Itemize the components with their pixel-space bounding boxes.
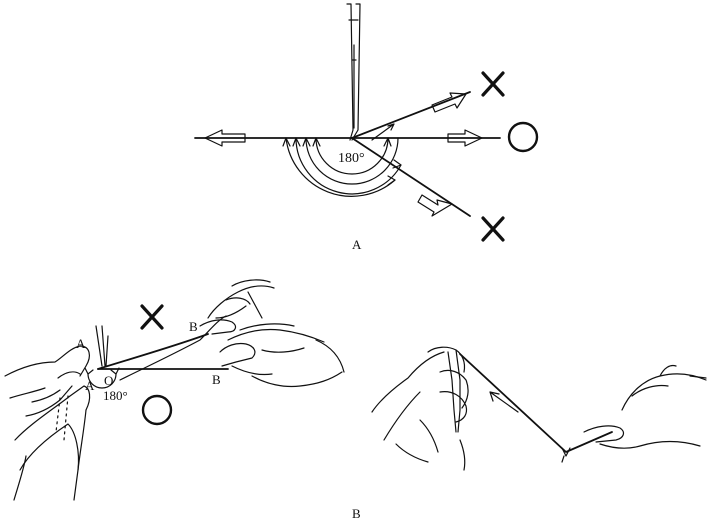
right-arrow-icon [447, 129, 483, 147]
needle-holder-small-icon [95, 325, 109, 367]
circle-mark-icon [141, 394, 173, 426]
angle-arc-b [87, 373, 117, 389]
pull-direction-arrow-icon [489, 391, 519, 413]
cross-mark-icon [481, 71, 505, 97]
panel-a-label: A [352, 237, 362, 252]
circle-mark-icon [507, 121, 539, 153]
point-label-a-top: A [76, 336, 86, 351]
point-label-b-top: B [189, 319, 198, 334]
lower-right-hand-icon [219, 323, 345, 388]
upper-right-hand-icon [119, 279, 275, 381]
angle-label-a: 180° [338, 151, 365, 166]
panel-b-label: B [352, 506, 361, 521]
left-hand-icon [4, 345, 91, 501]
cross-mark-icon [140, 304, 164, 330]
thread-v-shape [459, 353, 613, 453]
angle-label-b: 180° [103, 388, 128, 403]
angle-arcs [282, 123, 402, 197]
knot-icon [561, 447, 571, 463]
point-label-b-bottom: B [212, 372, 221, 387]
thread-incorrect [97, 333, 209, 370]
point-label-o: O [104, 373, 113, 388]
left-arrow-icon [204, 129, 246, 147]
needle-holder-icon [346, 3, 361, 141]
needle-holder-hand-icon [371, 346, 469, 471]
panel-a: 180° A [194, 3, 539, 252]
cross-mark-icon [481, 216, 505, 242]
right-hand-icon [583, 364, 707, 449]
upper-diagonal-arrow-icon [431, 92, 467, 113]
lower-diagonal-arrow-icon [417, 194, 453, 217]
point-label-a-bottom: A [85, 378, 95, 393]
panel-b: A A O B B 180° [4, 279, 707, 521]
thread-upper-diagonal [351, 91, 471, 139]
